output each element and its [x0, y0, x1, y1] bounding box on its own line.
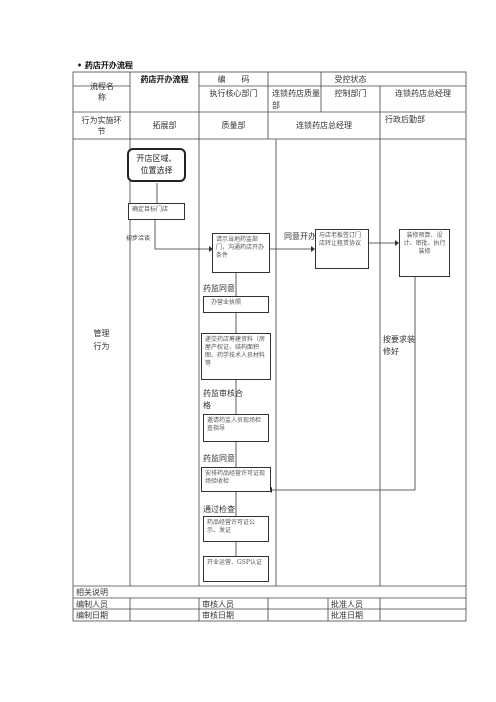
pass-check-label: 通过检查 [203, 505, 235, 514]
process-name-value: 药店开办流程 [140, 73, 189, 84]
sign-lease-box: 与店老板签订门店转让租赁协议 [315, 229, 369, 269]
col-gm: 连锁药店总经理 [296, 121, 352, 130]
gm-dept: 连锁药店总经理 [395, 88, 451, 98]
process-name-label: 流程名称 [78, 74, 126, 110]
doc-title: 药店开办流程 [84, 60, 133, 70]
fda-review-text: 药监审核合格 [203, 389, 243, 410]
renovation-text: 装修预算、设计、审批、执行装修 [403, 232, 446, 255]
phase-label-text: 行为实施环节 [81, 115, 122, 136]
open-gsp-text: 开业运营、GSP认证 [207, 559, 262, 566]
reviewer-label: 审核人员 [202, 600, 234, 609]
code-label: 编 码 [217, 74, 250, 84]
control-dept: 控制部门 [334, 88, 367, 98]
permit-issue-box: 药品经营许可证公示、发证 [203, 516, 269, 542]
renovate-request-text: 按要求装修好 [383, 335, 415, 356]
negotiation-label: 初步洽谈 [126, 235, 151, 242]
license-box: 办营业执照 [203, 296, 269, 313]
edit-date-label: 编制日期 [76, 611, 108, 620]
confirm-store-box: 确定目标门店 [128, 203, 185, 220]
col-quality: 质量部 [221, 121, 246, 130]
fda-agree-2-label: 药监同意 [203, 454, 235, 463]
review-date-label: 审核日期 [202, 611, 234, 620]
invite-inspection-box: 邀请药监人员现场检查指导 [203, 414, 269, 442]
approve-date-label: 批准日期 [331, 611, 363, 620]
renovate-request-label: 按要求装修好 [383, 334, 419, 358]
arrange-permit-text: 安排药品经营许可证现场验收检 [205, 470, 266, 485]
control-label: 受控状态 [334, 74, 367, 84]
request-fda-text: 请示当地药监部门，沟通药店开办条件 [216, 236, 265, 259]
exec-dept-label: 执行核心部门 [209, 88, 258, 98]
row-label-text: 管理行为 [93, 329, 110, 351]
submit-materials-box: 递交药店筹建资料（房屋产权证、结构面积图、药学技术人员材料等 [201, 333, 271, 380]
notes-label: 相关说明 [76, 588, 108, 597]
col-admin: 行政后勤部 [385, 115, 425, 124]
invite-inspection-text: 邀请药监人员现场检查指导 [207, 417, 262, 432]
submit-materials-text: 递交药店筹建资料（房屋产权证、结构面积图、药学技术人员材料等 [205, 336, 266, 367]
row-label: 管理行为 [73, 320, 130, 360]
dept-quality: 连锁药店质量部 [272, 88, 320, 112]
page-title: • 药店开办流程 [77, 60, 133, 71]
phase-label: 行为实施环节 [73, 112, 130, 139]
agree-open-label: 同意开办 [284, 232, 316, 241]
arrange-permit-box: 安排药品经营许可证现场验收检 [201, 467, 271, 492]
open-gsp-box: 开业运营、GSP认证 [203, 556, 269, 582]
col-expansion: 拓展部 [152, 121, 177, 130]
license-text: 办营业执照 [211, 299, 242, 306]
process-name-label-text: 流程名称 [90, 82, 114, 102]
approver-label: 批准人员 [331, 600, 363, 609]
start-terminator: 开店区域、位置选择 [127, 148, 186, 182]
request-fda-box: 请示当地药监部门，沟通药店开办条件 [212, 233, 270, 273]
bullet: • [77, 60, 85, 70]
fda-agree-1-label: 药监同意 [203, 284, 235, 293]
sign-lease-text: 与店老板签订门店转让租赁协议 [319, 232, 362, 247]
renovation-box: 装修预算、设计、审批、执行装修 [399, 229, 450, 277]
permit-issue-text: 药品经营许可证公示、发证 [207, 519, 256, 534]
fda-review-label: 药监审核合格 [203, 388, 243, 412]
confirm-store-text: 确定目标门店 [132, 206, 169, 213]
editor-label: 编制人员 [76, 600, 108, 609]
start-text: 开店区域、位置选择 [136, 154, 177, 175]
dept-quality-text: 连锁药店质量部 [272, 89, 320, 110]
